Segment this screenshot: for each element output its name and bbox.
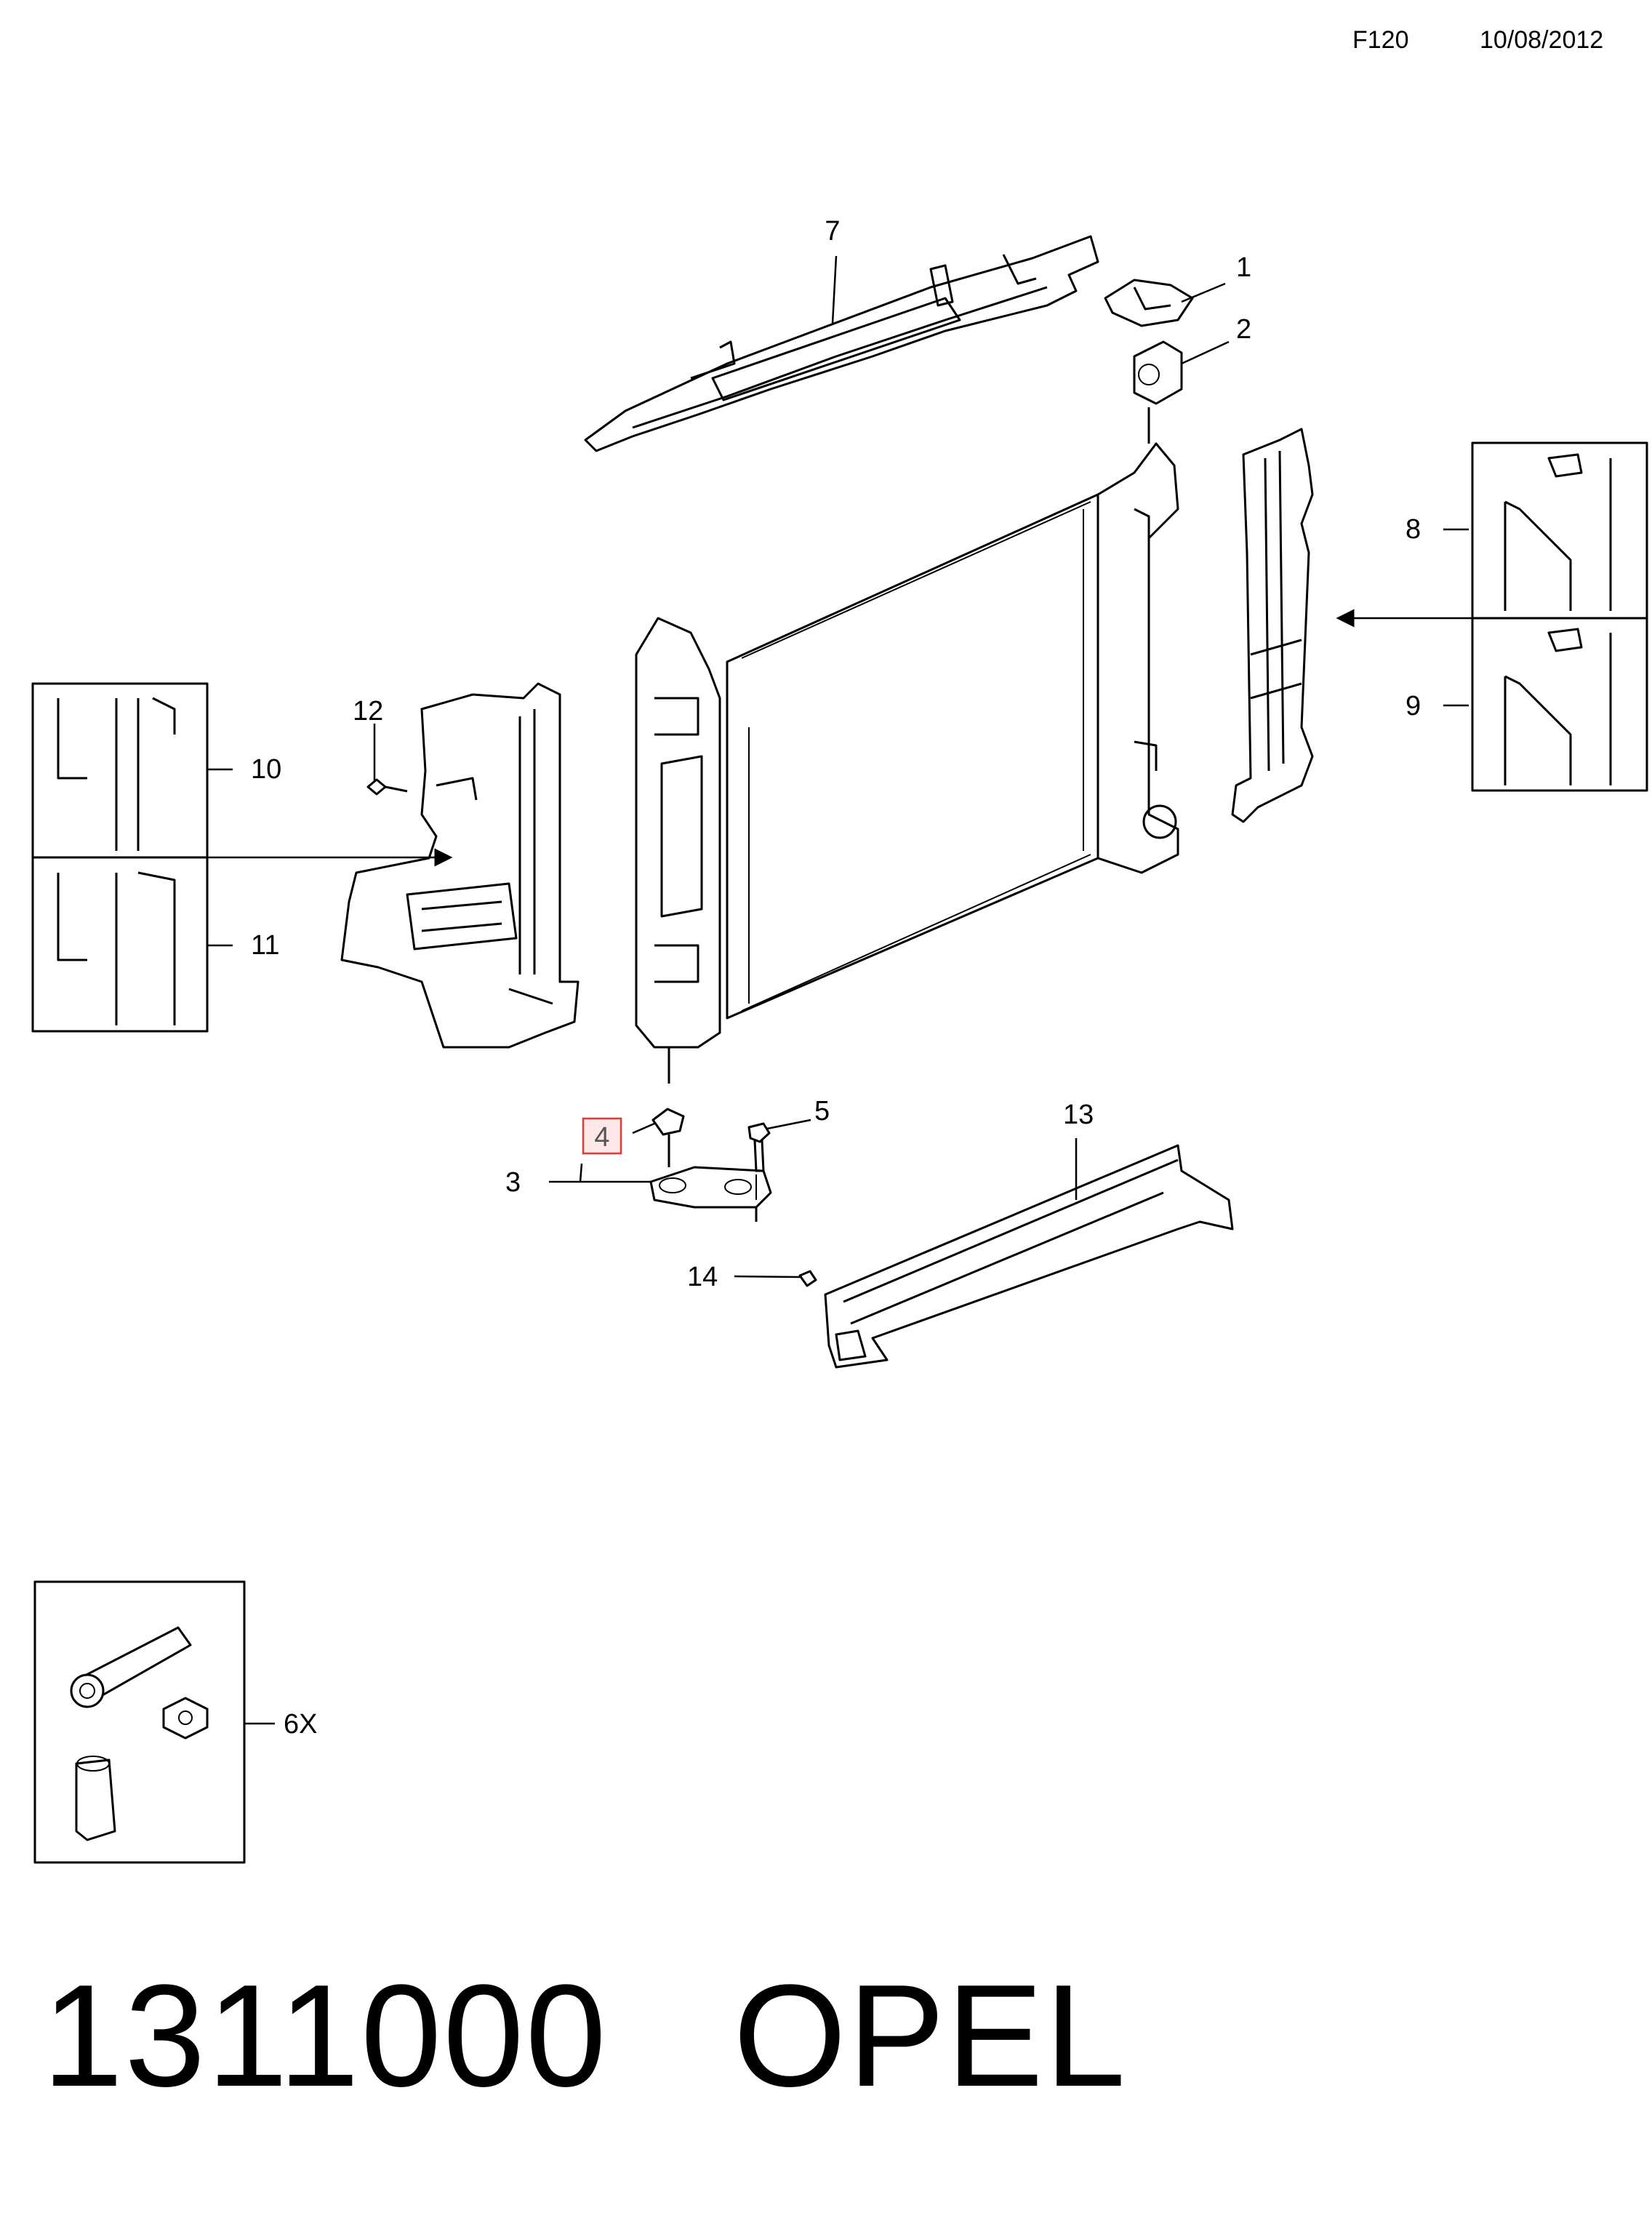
callout-5: 5: [814, 1096, 830, 1126]
callout-12: 12: [353, 696, 383, 727]
callout-7: 7: [825, 216, 840, 247]
lower-baffle-part: [824, 1144, 1234, 1369]
callout-1: 1: [1236, 252, 1251, 283]
brand-name: OPEL: [733, 1955, 1128, 2117]
leader-lines: [373, 255, 1230, 1278]
callout-10: 10: [251, 754, 281, 785]
bolt-part: [747, 1122, 771, 1200]
callout-4-highlight[interactable]: 4: [582, 1117, 622, 1155]
part-number: 1311000: [42, 1955, 608, 2117]
callout-13: 13: [1063, 1100, 1094, 1130]
callout-3: 3: [505, 1167, 521, 1198]
bushing-part: [1133, 340, 1183, 444]
callout-11: 11: [251, 930, 279, 961]
callout-6x: 6X: [284, 1709, 317, 1740]
upper-mount-bracket-part: [1104, 279, 1194, 327]
footer-title: 1311000 OPEL: [42, 1964, 1127, 2109]
washer-part: [651, 1108, 685, 1167]
callout-9: 9: [1406, 691, 1421, 721]
callout-14: 14: [687, 1262, 718, 1292]
inset-right-box: [1471, 441, 1648, 792]
lower-bracket-part: [649, 1166, 772, 1222]
right-air-guide-part: [1231, 428, 1314, 823]
diagram-date: 10/08/2012: [1480, 26, 1604, 54]
radiator-part: [635, 442, 1179, 1084]
callout-8: 8: [1406, 514, 1421, 545]
pin-part: [366, 778, 408, 796]
diagram-code: F120: [1352, 26, 1409, 54]
callout-4: 4: [594, 1122, 609, 1153]
hardware-kit-box: [33, 1580, 246, 1864]
clip-part: [798, 1270, 817, 1287]
upper-baffle-part: [584, 235, 1099, 452]
callout-2: 2: [1236, 314, 1251, 345]
left-air-guide-part: [340, 682, 580, 1049]
